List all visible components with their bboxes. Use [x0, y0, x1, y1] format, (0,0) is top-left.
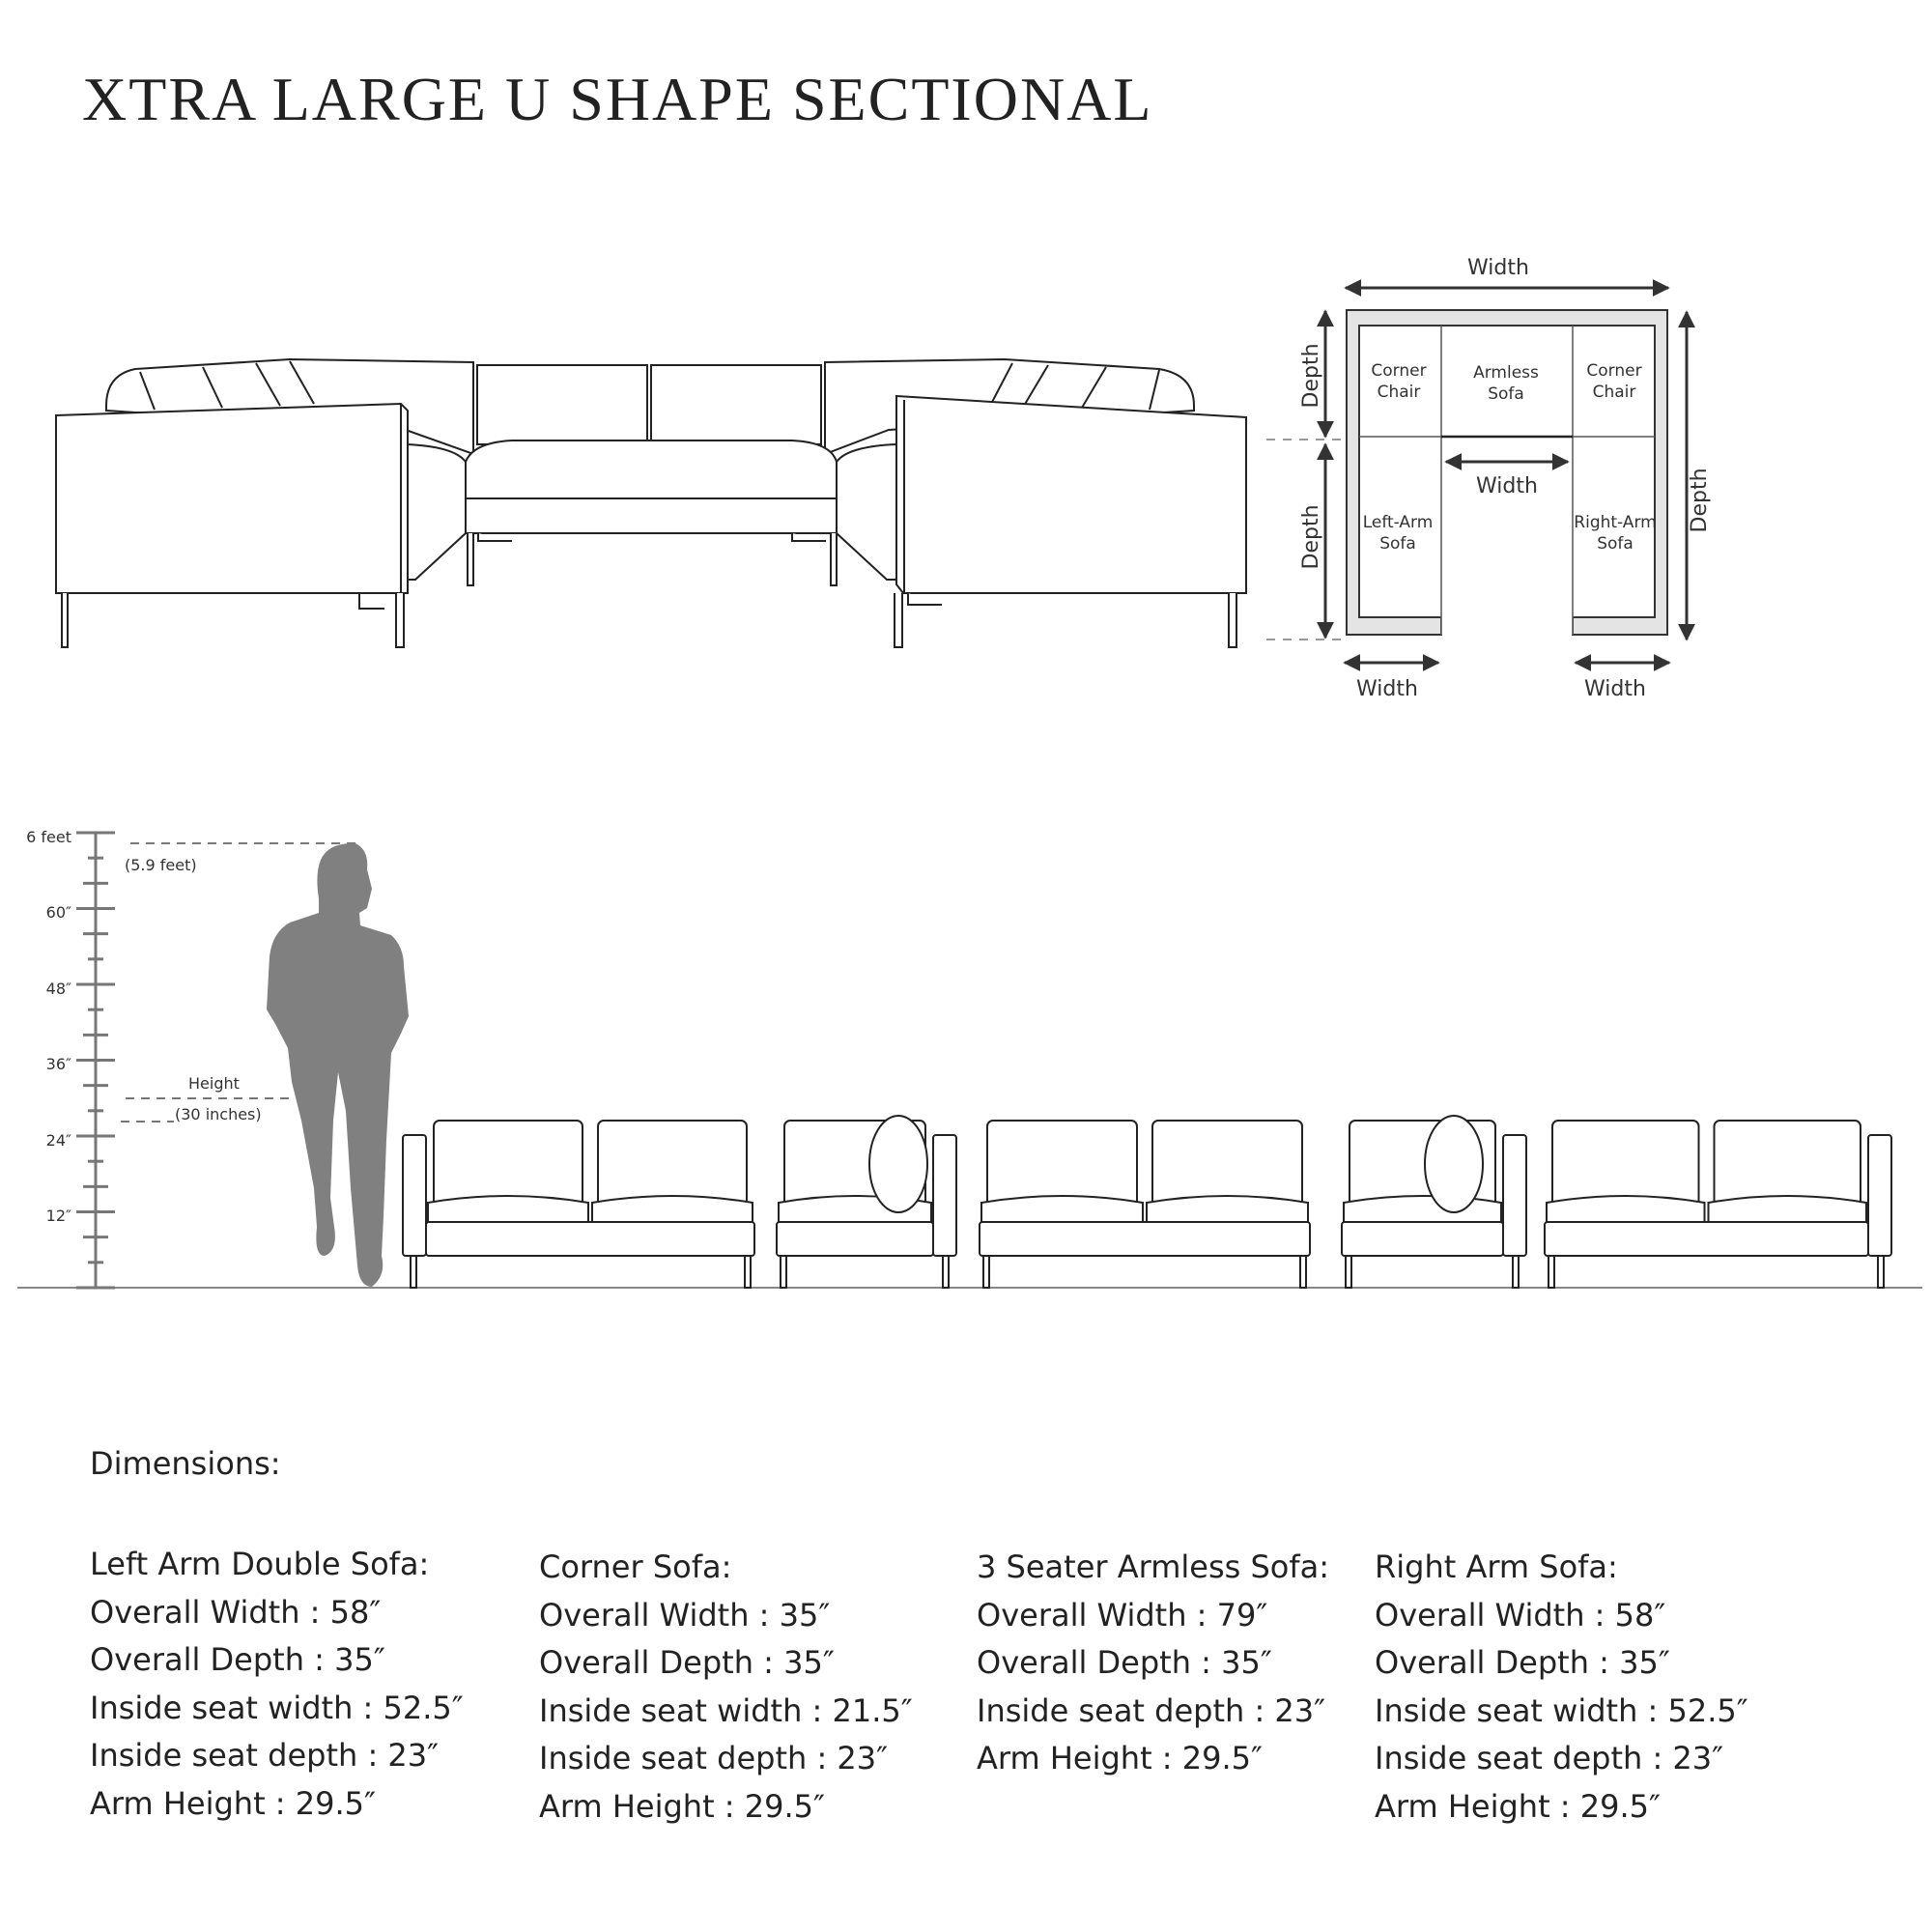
- column-title: Left Arm Double Sofa:: [90, 1546, 430, 1582]
- spec-line: Overall Width : 58″: [90, 1593, 382, 1631]
- spec-line: Inside seat width : 52.5″: [1375, 1691, 1748, 1729]
- height-ruler: [76, 831, 115, 1290]
- cell-left-arm-2: Sofa: [1379, 534, 1416, 554]
- seat-cushion: [427, 1195, 589, 1223]
- column-title: 3 Seater Armless Sofa:: [977, 1548, 1329, 1585]
- spec-line: Inside seat depth : 23″: [1375, 1740, 1724, 1776]
- seat-cushion: [591, 1195, 753, 1223]
- spec-line: Arm Height : 29.5″: [90, 1784, 376, 1822]
- module-corner-sofa: [776, 1120, 957, 1289]
- spec-line: Overall Depth : 35″: [90, 1641, 385, 1678]
- spec-line: Inside seat width : 52.5″: [90, 1689, 464, 1726]
- spec-line: Arm Height : 29.5″: [539, 1787, 825, 1825]
- plan-depth-lower-label: Depth: [1299, 504, 1323, 569]
- throw-pillow: [1424, 1115, 1484, 1213]
- sofa-leg: [1299, 1255, 1307, 1289]
- person-silhouette: [267, 842, 409, 1287]
- height-label: Height: [188, 1074, 240, 1093]
- sofa-leg: [744, 1255, 752, 1289]
- sofa-leg: [1345, 1255, 1352, 1289]
- sofa-leg: [780, 1255, 787, 1289]
- plan-width-inner-label: Width: [1476, 474, 1538, 498]
- ruler-label-36: 36″: [46, 1055, 71, 1073]
- seat-cushion: [1343, 1195, 1502, 1223]
- ruler-label-24: 24″: [46, 1131, 71, 1150]
- module-right-arm-sofa: [1544, 1120, 1892, 1289]
- sofa-leg: [1548, 1255, 1555, 1289]
- module-3-seater-armless-sofa: [979, 1120, 1311, 1289]
- dimensions-column-3-seater-armless-sofa: 3 Seater Armless Sofa: Overall Width : 7…: [977, 1544, 1329, 1783]
- cell-corner-left: Corner: [1371, 361, 1426, 381]
- plan-width-top-label: Width: [1467, 256, 1529, 280]
- spec-line: Inside seat depth : 23″: [90, 1737, 440, 1774]
- spec-line: Overall Depth : 35″: [977, 1644, 1272, 1681]
- spec-line: Inside seat depth : 23″: [539, 1740, 889, 1776]
- sofa-leg: [982, 1255, 990, 1289]
- plan-depth-upper-label: Depth: [1299, 343, 1323, 408]
- cell-right-arm: Right-Arm: [1574, 513, 1656, 532]
- seat-cushion: [1146, 1195, 1309, 1223]
- cell-armless: Armless: [1473, 363, 1539, 383]
- seat-cushion: [1707, 1195, 1867, 1223]
- spec-line: Overall Width : 58″: [1375, 1596, 1666, 1634]
- sofa-base: [776, 1221, 934, 1257]
- spec-line: Overall Width : 35″: [539, 1596, 831, 1634]
- sofa-leg: [1512, 1255, 1520, 1289]
- spec-line: Arm Height : 29.5″: [1375, 1787, 1661, 1825]
- dimensions-heading: Dimensions:: [90, 1445, 281, 1482]
- plan-width-left-label: Width: [1356, 677, 1418, 701]
- dimensions-column-left-arm-double-sofa: Left Arm Double Sofa: Overall Width : 58…: [90, 1541, 464, 1828]
- sofa-base: [1341, 1221, 1504, 1257]
- dimensions-column-corner-sofa: Corner Sofa: Overall Width : 35″ Overall…: [539, 1544, 913, 1831]
- sofa-base: [979, 1221, 1311, 1257]
- cell-left-arm: Left-Arm: [1363, 513, 1434, 532]
- cell-corner-left-2: Chair: [1378, 383, 1421, 402]
- sofa-leg: [1877, 1255, 1885, 1289]
- cell-corner-right: Corner: [1586, 361, 1641, 381]
- column-title: Right Arm Sofa:: [1375, 1548, 1618, 1585]
- sofa-base: [1544, 1221, 1869, 1257]
- plan-depth-right-label: Depth: [1688, 468, 1712, 532]
- spec-line: Inside seat depth : 23″: [977, 1691, 1326, 1729]
- plan-width-right-label: Width: [1584, 677, 1646, 701]
- sofa-leg: [410, 1255, 417, 1289]
- seat-cushion: [1546, 1195, 1706, 1223]
- ruler-label-6ft: 6 feet: [26, 828, 71, 846]
- sofa-leg: [942, 1255, 950, 1289]
- cell-corner-right-2: Chair: [1593, 383, 1636, 402]
- cell-armless-2: Sofa: [1488, 384, 1524, 404]
- spec-line: Overall Depth : 35″: [1375, 1644, 1670, 1681]
- spec-line: Inside seat width : 21.5″: [539, 1691, 913, 1729]
- ruler-label-60: 60″: [46, 903, 71, 922]
- spec-line: Overall Width : 79″: [977, 1596, 1268, 1634]
- person-height-label: (5.9 feet): [125, 856, 197, 874]
- throw-pillow: [868, 1115, 928, 1213]
- module-left-arm-double-sofa: [402, 1120, 755, 1289]
- dimensions-column-right-arm-sofa: Right Arm Sofa: Overall Width : 58″ Over…: [1375, 1544, 1748, 1831]
- seat-cushion: [980, 1195, 1144, 1223]
- column-title: Corner Sofa:: [539, 1548, 732, 1585]
- ruler-label-12: 12″: [46, 1207, 71, 1225]
- height-value-label: (30 inches): [175, 1105, 262, 1123]
- page-title: XTRA LARGE U SHAPE SECTIONAL: [82, 65, 1153, 133]
- ruler-label-48: 48″: [46, 980, 71, 998]
- cell-right-arm-2: Sofa: [1597, 534, 1634, 554]
- spec-line: Arm Height : 29.5″: [977, 1740, 1263, 1776]
- spec-line: Overall Depth : 35″: [539, 1644, 835, 1681]
- sofa-base: [425, 1221, 755, 1257]
